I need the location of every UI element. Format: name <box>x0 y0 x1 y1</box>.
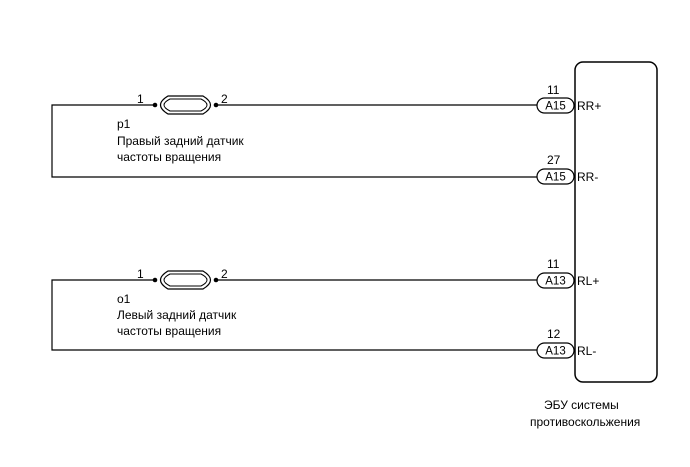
connector-label: A15 <box>545 172 565 184</box>
connector-bubble <box>536 97 575 114</box>
terminal-signal: RL+ <box>577 274 599 288</box>
terminal-signal: RR+ <box>577 99 601 113</box>
terminal-pin: 12 <box>547 327 561 341</box>
sensor-name-line2: частоты вращения <box>117 150 221 164</box>
sensor-symbol-p1 <box>152 95 219 115</box>
connector-bubble <box>536 168 575 185</box>
pin-dot <box>213 277 219 283</box>
terminal-pin: 27 <box>547 153 561 167</box>
terminal-signal: RL- <box>577 344 596 358</box>
connector-bubble <box>536 272 575 289</box>
sensor-name-line1: Правый задний датчик <box>117 134 244 148</box>
ecu-label-line1: ЭБУ системы <box>544 398 619 412</box>
sensor-id: o1 <box>117 292 131 306</box>
pin-dot <box>152 102 158 108</box>
terminal-signal: RR- <box>577 170 598 184</box>
terminal-pin: 11 <box>547 83 560 97</box>
connector-bubble <box>536 342 575 359</box>
wire-rr-minus <box>51 104 537 178</box>
ecu-box <box>574 61 658 383</box>
connector-label: A13 <box>545 276 565 288</box>
pin-number: 2 <box>221 267 228 281</box>
sensor-name-line2: частоты вращения <box>117 324 221 338</box>
pin-dot <box>213 102 219 108</box>
right-rear-sensor-circuit: 1 2 p1 Правый задний датчик частоты вращ… <box>51 83 601 185</box>
left-rear-sensor-circuit: 1 2 o1 Левый задний датчик частоты враще… <box>51 257 599 359</box>
pin-dot <box>152 277 158 283</box>
sensor-id: p1 <box>117 117 131 131</box>
sensor-symbol-o1 <box>152 270 219 290</box>
wire-rl-minus <box>51 279 537 351</box>
connector-label: A15 <box>545 101 565 113</box>
sensor-name-line1: Левый задний датчик <box>117 308 237 322</box>
connector-label: A13 <box>545 346 565 358</box>
pin-number: 2 <box>221 92 228 106</box>
pin-number: 1 <box>137 267 144 281</box>
terminal-pin: 11 <box>547 257 560 271</box>
ecu-label-line2: противоскольжения <box>530 415 640 429</box>
pin-number: 1 <box>137 92 144 106</box>
